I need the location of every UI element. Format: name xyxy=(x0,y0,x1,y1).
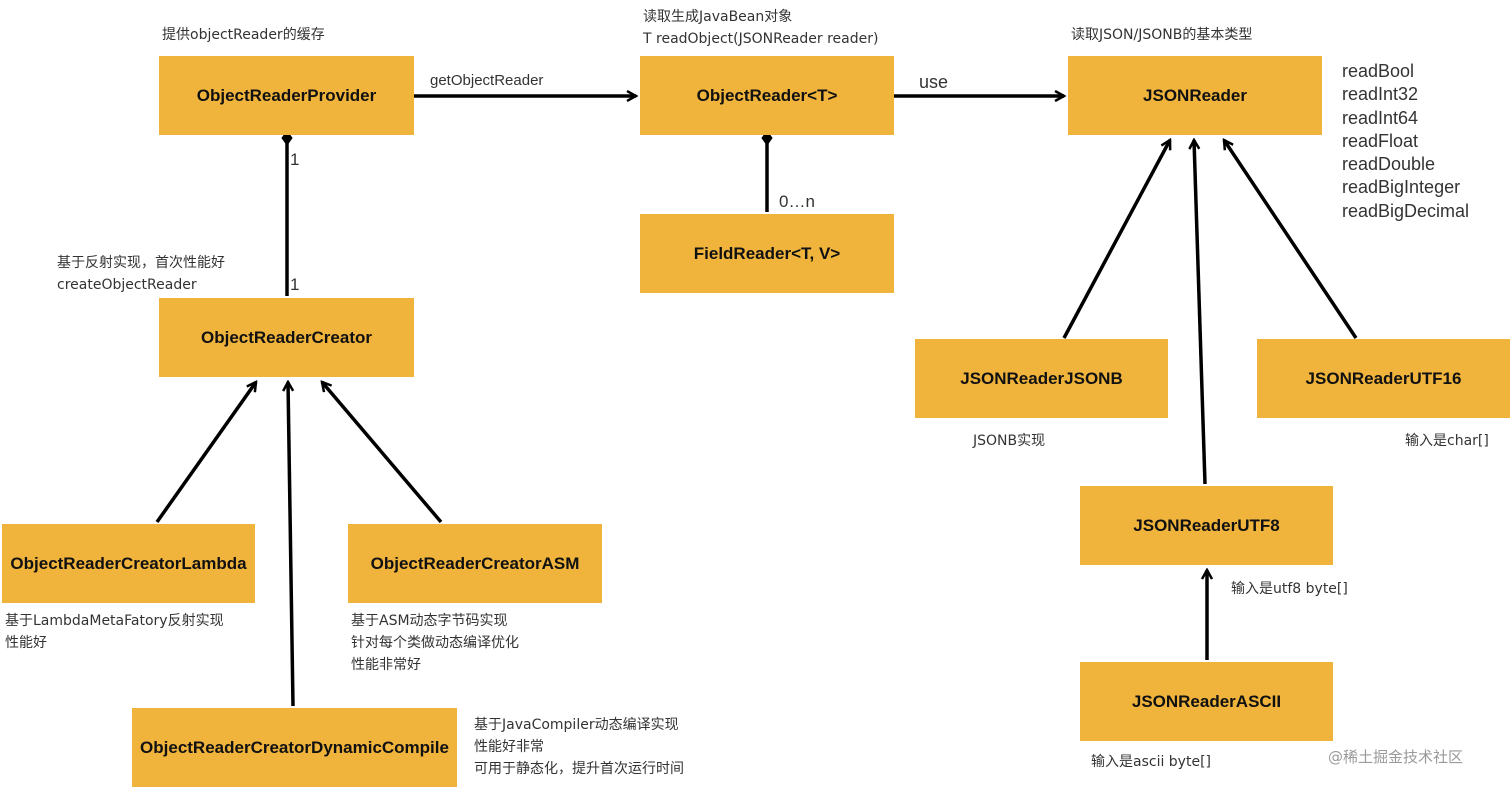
ascii-note: 输入是ascii byte[] xyxy=(1091,751,1211,773)
multiplicity-fields: 0…n xyxy=(779,192,815,211)
method-item: readInt64 xyxy=(1342,107,1419,128)
note-line: 可用于静态化，提升首次运行时间 xyxy=(474,761,684,777)
note-line: T readObject(JSONReader reader) xyxy=(643,31,879,47)
provider-note: 提供objectReader的缓存 xyxy=(162,24,325,46)
creator-note: 基于反射实现，首次性能好 createObjectReader xyxy=(57,252,225,296)
edge-utf8-jsonreader xyxy=(1194,140,1207,485)
dynamic-compile-note: 基于JavaCompiler动态编译实现 性能好非常 可用于静态化，提升首次运行… xyxy=(474,714,684,780)
note-line: 基于JavaCompiler动态编译实现 xyxy=(474,717,679,733)
note-line: JSONB实现 xyxy=(973,433,1046,449)
method-item: readFloat xyxy=(1342,130,1419,151)
asm-note: 基于ASM动态字节码实现 针对每个类做动态编译优化 性能非常好 xyxy=(351,610,519,676)
note-line: 基于反射实现，首次性能好 xyxy=(57,255,225,271)
method-item: readBool xyxy=(1342,61,1415,81)
json-reader-utf16-box: JSONReaderUTF16 xyxy=(1257,339,1510,418)
multiplicity-creator: 1 xyxy=(290,275,300,294)
note-line: 基于LambdaMetaFatory反射实现 xyxy=(5,613,224,629)
utf16-note: 输入是char[] xyxy=(1405,430,1489,452)
jsonb-note: JSONB实现 xyxy=(973,430,1045,452)
note-line: 输入是ascii byte[] xyxy=(1091,754,1211,770)
multiplicity-provider: 1 xyxy=(290,150,300,169)
object-reader-creator-box: ObjectReaderCreator xyxy=(159,298,414,377)
method-item: readBigDecimal xyxy=(1342,200,1470,221)
method-item: readDouble xyxy=(1342,154,1436,175)
json-reader-jsonb-box: JSONReaderJSONB xyxy=(915,339,1168,418)
json-reader-box: JSONReader xyxy=(1068,56,1322,135)
note-line: 性能好非常 xyxy=(474,739,544,755)
creator-lambda-box: ObjectReaderCreatorLambda xyxy=(2,524,255,603)
edge-label-use: use xyxy=(919,72,949,92)
creator-asm-box: ObjectReaderCreatorASM xyxy=(348,524,602,603)
edge-dynamic-compile-creator xyxy=(288,382,295,707)
method-item: readInt32 xyxy=(1342,84,1419,105)
note-line: 基于ASM动态字节码实现 xyxy=(351,613,508,629)
field-reader-box: FieldReader<T, V> xyxy=(640,214,894,293)
note-line: 输入是char[] xyxy=(1405,433,1489,449)
object-reader-box: ObjectReader<T> xyxy=(640,56,894,135)
edge-lambda-creator xyxy=(155,382,256,524)
json-reader-method-list: readBool readInt32 readInt64 readFloat r… xyxy=(1342,60,1469,223)
note-line: createObjectReader xyxy=(57,277,197,293)
edge-label-get-object-reader: getObjectReader xyxy=(430,72,544,89)
json-reader-utf8-box: JSONReaderUTF8 xyxy=(1080,486,1333,565)
object-reader-note: 读取生成JavaBean对象 T readObject(JSONReader r… xyxy=(643,6,878,50)
method-item: readBigInteger xyxy=(1342,177,1461,198)
edge-utf16-jsonreader xyxy=(1222,140,1358,339)
object-reader-provider-box: ObjectReaderProvider xyxy=(159,56,414,135)
edge-asm-creator xyxy=(322,382,443,524)
utf8-note: 输入是utf8 byte[] xyxy=(1231,578,1348,600)
creator-dynamic-compile-box: ObjectReaderCreatorDynamicCompile xyxy=(132,708,457,787)
note-line: 性能非常好 xyxy=(351,657,421,673)
edge-jsonb-jsonreader xyxy=(1062,140,1172,339)
json-reader-ascii-box: JSONReaderASCII xyxy=(1080,662,1333,741)
watermark: @稀土掘金技术社区 xyxy=(1328,748,1464,766)
note-line: 读取生成JavaBean对象 xyxy=(643,9,793,25)
note-line: 读取JSON/JSONB的基本类型 xyxy=(1071,27,1253,43)
lambda-note: 基于LambdaMetaFatory反射实现 性能好 xyxy=(5,610,224,654)
json-reader-note: 读取JSON/JSONB的基本类型 xyxy=(1071,24,1252,46)
note-line: 输入是utf8 byte[] xyxy=(1231,581,1348,597)
note-line: 针对每个类做动态编译优化 xyxy=(351,635,519,651)
note-line: 提供objectReader的缓存 xyxy=(162,27,325,43)
note-line: 性能好 xyxy=(5,635,47,651)
